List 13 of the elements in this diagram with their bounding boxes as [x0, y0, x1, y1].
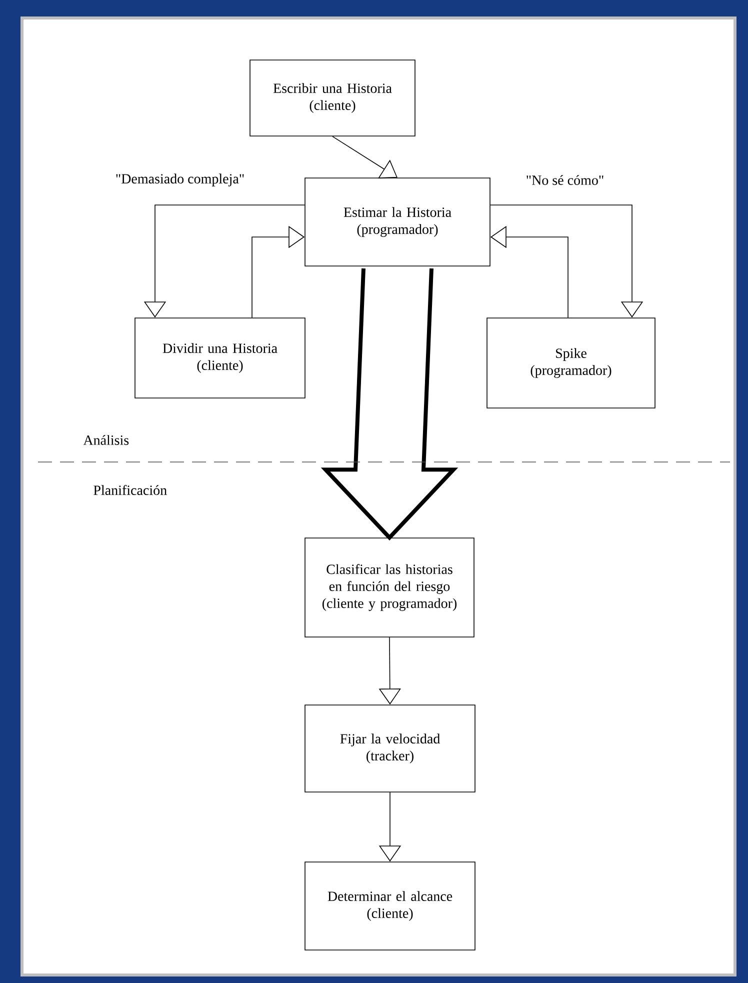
process-box: Dividir una Historia (cliente) — [134, 318, 306, 398]
process-box: Determinar el alcance (cliente) — [304, 862, 476, 950]
block-arrow — [320, 266, 458, 541]
process-box: Spike (programador) — [486, 318, 656, 408]
process-box: Estimar la Historia (programador) — [304, 178, 490, 266]
process-box: Escribir una Historia (cliente) — [250, 60, 416, 136]
process-box: Clasificar las historias en función del riesgo (cliente y programador) — [304, 538, 474, 638]
edge-label: "Demasiado compleja" — [114, 172, 246, 188]
section-label: Análisis — [83, 435, 129, 445]
arrow — [332, 136, 398, 178]
edge-label: "No sé cómo" — [524, 174, 606, 186]
section-label: Planificación — [94, 485, 167, 495]
process-box: Fijar la velocidad (tracker) — [304, 704, 476, 792]
